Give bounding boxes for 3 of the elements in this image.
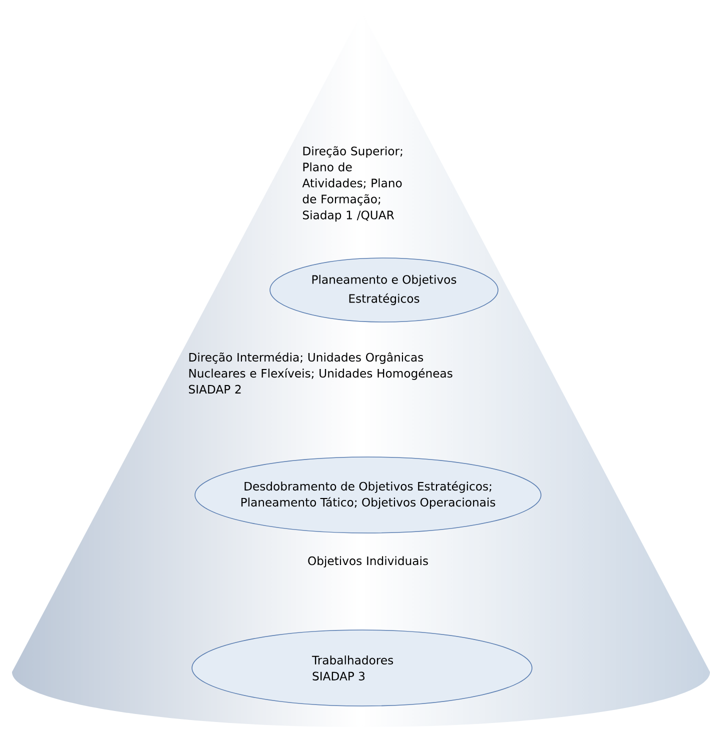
cone-text: Objetivos Individuais xyxy=(308,556,428,568)
cone-text: Direção Superior; Plano de Atividades; Plano de Formação; Siadap 1 /QUAR xyxy=(302,146,402,222)
cone-text: Direção Intermédia; Unidades Orgânicas Nucleares e Flexíveis; Unidades Homogéneas SIADAP 2 xyxy=(188,352,452,394)
